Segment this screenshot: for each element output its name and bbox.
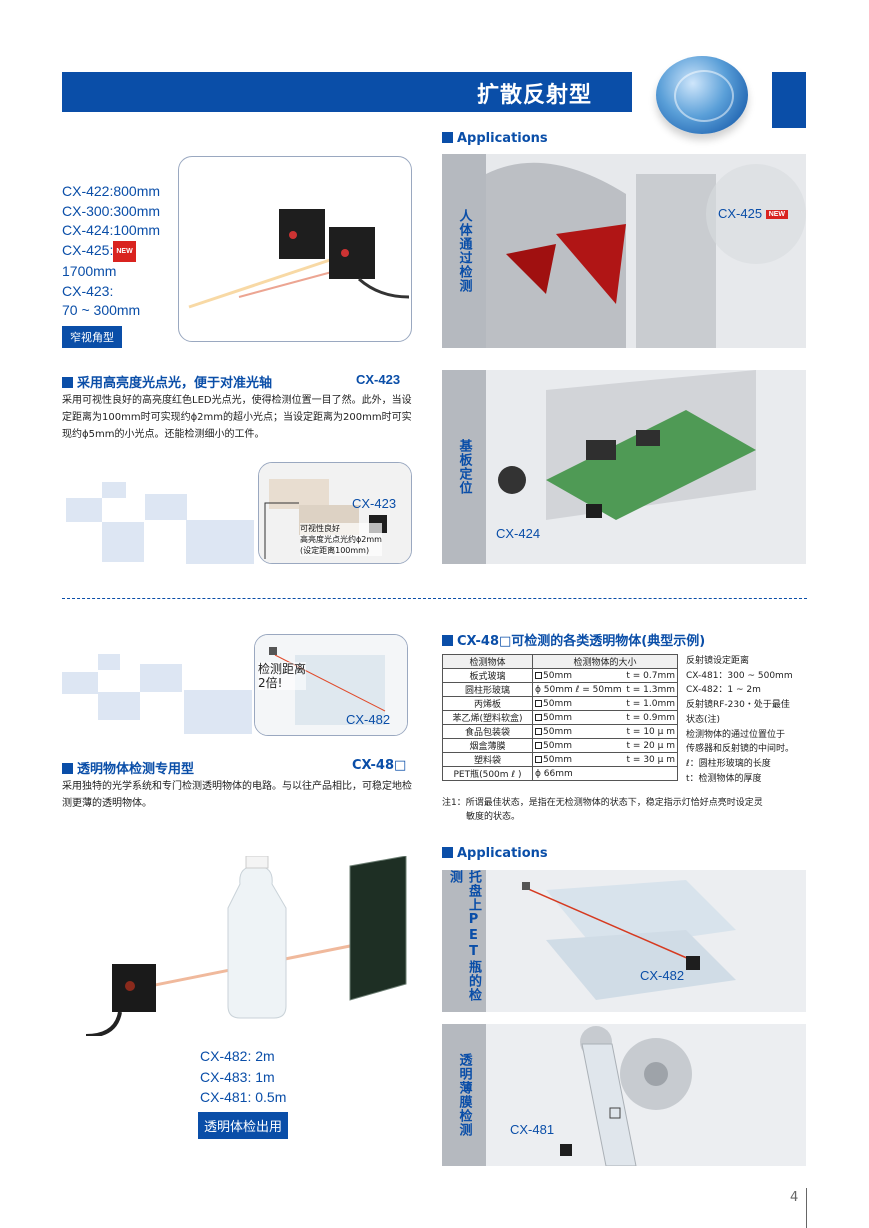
square-icon	[535, 699, 542, 707]
header-banner: 扩散反射型	[62, 72, 632, 112]
decorative-block	[145, 494, 187, 520]
section-divider	[62, 598, 807, 599]
model-range-item: CX-424:100mm	[62, 222, 161, 238]
application-panel: 托盘上PET瓶的检测 CX-482	[442, 870, 806, 1012]
photo-caption: 可视性良好 高亮度光点光约ϕ2mm (设定距离100mm)	[300, 523, 382, 556]
table-header: 检测物体	[442, 654, 533, 669]
sensor-photo-graphic	[188, 209, 410, 309]
transparent-detection-tag: 透明体检出用	[198, 1112, 289, 1139]
square-icon	[535, 755, 542, 763]
new-badge: NEW	[113, 240, 136, 262]
distance-item: CX-482: 2m	[200, 1048, 275, 1064]
square-icon	[535, 727, 542, 735]
reflector-distance-list: CX-482: 2m CX-483: 1m CX-481: 0.5m	[200, 1046, 286, 1108]
page-title: 扩散反射型	[476, 83, 592, 108]
section-body-text: 采用独特的光学系统和专门检测透明物体的电路。与以往产品相比，可稳定地检测更薄的透…	[62, 781, 412, 809]
decorative-block	[102, 522, 144, 562]
table-heading: CX-48□可检测的各类透明物体(典型示例)	[442, 630, 705, 649]
model-range-item: CX-423:	[62, 282, 114, 299]
bullet-square-icon	[442, 847, 453, 858]
narrow-view-tag: 窄视角型	[62, 326, 122, 348]
spot-photo	[258, 462, 412, 564]
application-label: 托盘上PET瓶的检测	[442, 870, 486, 1012]
bottle-sensor-illustration	[85, 856, 407, 1036]
application-panel: 人体通过检测 CX-425 NEW	[442, 154, 806, 348]
section-model: CX-48□	[352, 758, 407, 773]
decorative-block	[62, 672, 98, 694]
application-panel: 透明薄膜检测 CX-481	[442, 1024, 806, 1166]
application-label: 人体通过检测	[442, 154, 486, 348]
decorative-block	[184, 690, 252, 734]
bullet-square-icon	[442, 635, 453, 646]
model-range-item: CX-425:NEW	[62, 240, 160, 262]
turnstile-graphic	[486, 154, 806, 348]
model-range-item: CX-422:800mm	[62, 183, 161, 199]
app-model-label: CX-481	[510, 1122, 555, 1137]
section-model: CX-423	[356, 372, 401, 387]
table-notes: 反射镜设定距离 CX-481：300 ~ 500mm CX-482：1 ~ 2m…	[686, 656, 795, 784]
decorative-block	[102, 482, 126, 498]
photo-model-label: CX-423	[352, 496, 397, 511]
bullet-square-icon	[62, 377, 73, 388]
globe-icon	[656, 56, 748, 134]
page-number: 4	[790, 1190, 799, 1205]
pallet-bottles-graphic	[486, 870, 806, 1012]
photo-model-label: CX-482	[346, 712, 391, 727]
distance-item: CX-483: 1m	[200, 1068, 275, 1085]
circuit-board-graphic	[486, 370, 806, 564]
decorative-block	[140, 664, 182, 692]
section-heading-bright-spot: 采用高亮度光点光，便于对准光轴	[62, 372, 272, 391]
decorative-block	[66, 498, 102, 522]
model-range-item: 70 ~ 300mm	[62, 302, 141, 318]
bullet-square-icon	[442, 132, 453, 143]
square-icon	[535, 713, 542, 721]
section-heading-transparent: 透明物体检测专用型	[62, 758, 194, 777]
decorative-block	[186, 520, 254, 564]
model-range-item: CX-300:300mm	[62, 202, 161, 219]
table-footnote: 注1：所谓最佳状态，是指在无检测物体的状态下，稳定指示灯恰好点亮时设定灵 敏度的…	[442, 798, 763, 822]
new-badge: NEW	[765, 210, 789, 219]
application-panel: 基板定位 CX-424	[442, 370, 806, 564]
distance-callout: 检测距离 2倍!	[258, 662, 307, 690]
decorative-block	[98, 654, 120, 670]
table-header: 检测物体的大小	[532, 654, 678, 669]
product-photo	[178, 156, 412, 342]
section-body-text: 采用可视性良好的高亮度红色LED光点光，使得检测位置一目了然。此外，当设定距离为…	[62, 395, 412, 440]
table-row: PET瓶(500m ℓ )ϕ 66mm	[442, 766, 679, 781]
application-label: 透明薄膜检测	[442, 1024, 486, 1166]
model-range-list: CX-422:800mm CX-300:300mm CX-424:100mm C…	[62, 182, 160, 321]
decorative-block	[98, 692, 140, 720]
app-model-label: CX-425 NEW	[718, 206, 789, 221]
app-model-label: CX-424	[496, 526, 541, 541]
square-icon	[535, 741, 542, 749]
table-header-row: 检测物体 检测物体的大小	[442, 654, 678, 669]
distance-item: CX-481: 0.5m	[200, 1089, 287, 1105]
spot-photo-graphic	[259, 463, 411, 563]
application-label: 基板定位	[442, 370, 486, 564]
applications-heading: Applications	[442, 131, 548, 146]
bullet-square-icon	[62, 763, 73, 774]
page-number-rule	[806, 1188, 807, 1228]
side-tab	[772, 72, 806, 128]
model-range-item: 1700mm	[62, 263, 117, 279]
applications-heading: Applications	[442, 846, 548, 861]
square-icon	[535, 671, 542, 679]
app-model-label: CX-482	[640, 968, 685, 983]
film-roll-graphic	[486, 1024, 806, 1166]
